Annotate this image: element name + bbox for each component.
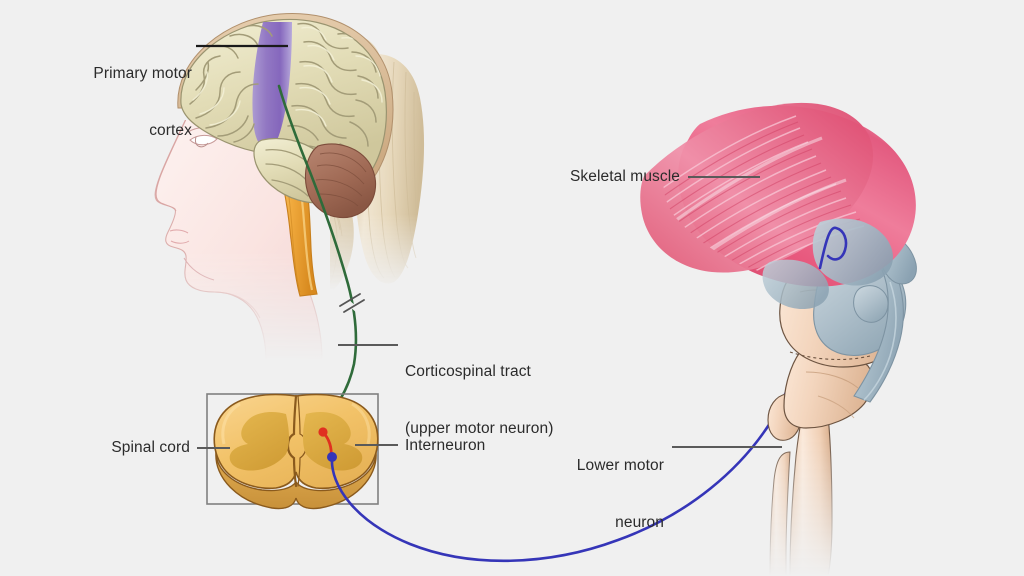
distal-tendon-sheet [762, 259, 829, 310]
eye-shape [189, 134, 218, 146]
motor-cortex-strip [252, 22, 292, 152]
lower-lip-line [170, 240, 190, 244]
knee-and-muscle-illustration [640, 102, 917, 576]
label-skeletal-muscle: Skeletal muscle [569, 168, 680, 185]
label-lower-motor-neuron: Lower motor neuron [500, 418, 664, 570]
chin-line [183, 257, 215, 281]
cerebellum-folia [315, 152, 367, 207]
upper-lip-line [169, 229, 189, 234]
myotendinous-junction [812, 218, 893, 286]
head-and-brain-illustration [154, 12, 425, 426]
motor-endplate-branch [818, 226, 848, 270]
jaw-shadow [213, 291, 261, 319]
cerebellum [304, 143, 377, 219]
tibia-contour [805, 371, 859, 389]
gray-matter-right [303, 412, 363, 471]
nose-bridge-line [155, 118, 187, 204]
patellar-tendon [853, 269, 904, 403]
tendon-highlight [863, 281, 897, 401]
axon-break-gap [339, 294, 359, 312]
label-interneuron: Interneuron [405, 437, 486, 454]
label-corticospinal-tract-line2: (upper motor neuron) [405, 420, 554, 437]
gyri-highlights [192, 26, 383, 127]
white-matter-highlight-left [221, 402, 241, 445]
label-primary-motor-cortex: Primary motor cortex [16, 26, 192, 178]
nostril-line [160, 202, 177, 212]
leg-bones [767, 350, 874, 576]
white-matter-highlight-right [351, 402, 371, 445]
label-primary-motor-cortex-line1: Primary motor [93, 65, 192, 82]
tibial-tuberosity-line [817, 395, 855, 419]
label-lower-motor-neuron-line1: Lower motor [576, 457, 664, 474]
skeletal-muscle [640, 102, 916, 310]
fibula-shaft [769, 451, 791, 576]
gray-matter-left [229, 412, 289, 471]
corticospinal-axon [277, 84, 358, 426]
synapse-dot-upper [318, 427, 328, 437]
primary-motor-cortex-region [252, 22, 292, 152]
corticospinal-tract-path [277, 84, 365, 426]
label-lower-motor-neuron-line2: neuron [615, 514, 664, 531]
label-corticospinal-tract-line1: Corticospinal tract [405, 363, 531, 380]
nerve-break-marker-icon [339, 293, 365, 313]
spinal-cord-illustration [206, 226, 838, 563]
joint-line [789, 351, 871, 361]
leader-lines [196, 44, 782, 449]
eyelid-line [194, 136, 209, 148]
label-primary-motor-cortex-line2: cortex [149, 122, 192, 139]
label-spinal-cord: Spinal cord [111, 439, 190, 456]
patella [853, 285, 889, 323]
muscle-belly-lower [640, 102, 874, 273]
label-corticospinal-tract: Corticospinal tract (upper motor neuron) [405, 324, 605, 476]
